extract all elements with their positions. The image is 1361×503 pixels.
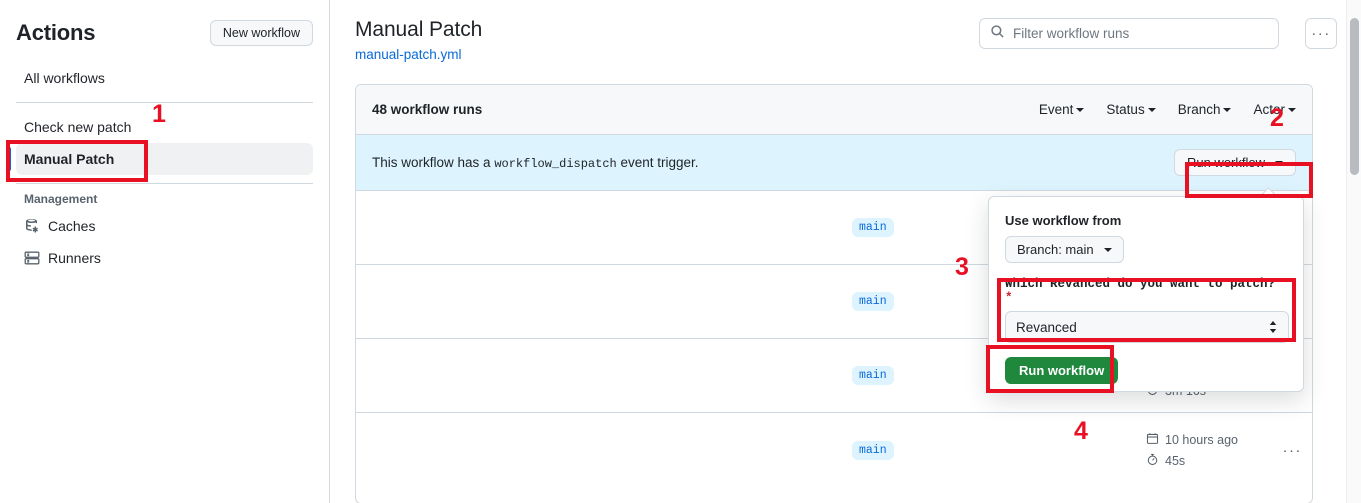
sidebar-item-caches[interactable]: Caches [16,210,313,242]
chevron-down-icon [1223,108,1232,113]
chevron-down-icon [1103,247,1112,252]
run-duration-text: 45s [1165,453,1186,468]
branch-selector-label: Branch: main [1017,242,1094,257]
required-asterisk: * [1005,291,1013,305]
filter-status[interactable]: Status [1106,102,1156,117]
table-row[interactable]: main [356,191,1312,265]
sidebar-item-label: Caches [48,218,96,234]
filter-actor[interactable]: Actor [1253,102,1296,117]
more-options-button[interactable]: ··· [1305,18,1337,49]
page-title-actions: Actions [16,20,96,45]
workflow-input-select-value: Revanced [1016,319,1077,335]
sidebar-divider [16,102,313,103]
sidebar-item-label: Manual Patch [24,151,115,167]
workflow-file-link[interactable]: manual-patch.yml [355,47,462,62]
run-date-text: 10 hours ago [1165,432,1238,447]
branch-selector-button[interactable]: Branch: main [1005,236,1124,263]
workflow-input-label: Which Revanced do you want to patch? * [1005,277,1287,305]
workflow-dispatch-banner: This workflow has a workflow_dispatch ev… [356,135,1312,191]
sidebar-divider [16,183,313,184]
search-box[interactable] [979,18,1279,49]
cache-icon [24,218,40,234]
workflow-input-select[interactable]: Revanced [1005,311,1289,343]
chevron-down-icon [1076,108,1085,113]
stopwatch-icon [1146,453,1159,469]
sidebar-item-manual-patch[interactable]: Manual Patch [7,143,313,175]
filter-label: Branch [1177,102,1221,117]
runners-icon [24,250,40,266]
run-duration: 45s [1146,453,1238,469]
calendar-icon [1146,432,1159,448]
workflow-runs-count: 48 workflow runs [372,102,483,117]
branch-badge: main [852,440,894,460]
sidebar-item-check-new-patch[interactable]: Check new patch [16,111,313,143]
chevron-down-icon [1288,108,1296,113]
page-scrollbar[interactable] [1346,0,1361,503]
filter-label: Event [1038,102,1074,117]
filter-label: Actor [1253,102,1285,117]
workflow-input-label-text: Which Revanced do you want to patch? [1005,277,1276,291]
main-header: Manual Patch manual-patch.yml ··· [331,0,1337,62]
sidebar-header: Actions New workflow [16,0,313,46]
table-row[interactable]: main 10 hours ago [356,413,1312,487]
use-workflow-from-label: Use workflow from [1005,213,1122,228]
dispatch-suffix: event trigger. [620,154,699,170]
dispatch-event-code: workflow_dispatch [494,156,617,171]
sidebar-item-all-workflows[interactable]: All workflows [16,62,313,94]
workflow-title: Manual Patch [355,18,483,41]
run-meta: 10 hours ago 45s [1146,432,1238,469]
search-input[interactable] [1013,26,1268,41]
dispatch-prefix: This workflow has a [372,154,491,170]
submit-run-workflow-button[interactable]: Run workflow [1005,357,1119,384]
run-workflow-popover: Use workflow from Branch: main Which Rev… [988,196,1304,392]
row-more-options-button[interactable]: ··· [1282,441,1302,459]
sidebar-item-label: All workflows [24,70,105,86]
sort-updown-icon [1268,321,1278,333]
sidebar-group-management: Management [24,192,98,206]
new-workflow-button[interactable]: New workflow [209,20,313,46]
branch-badge: main [852,366,894,385]
sidebar-item-runners[interactable]: Runners [16,242,313,274]
search-icon [990,24,1005,44]
dispatch-message: This workflow has a workflow_dispatch ev… [372,155,699,171]
search-wrapper [979,18,1279,49]
chevron-down-icon [1147,108,1156,113]
sidebar-item-label: Check new patch [24,119,132,135]
filter-event[interactable]: Event [1039,102,1085,117]
run-date: 10 hours ago [1146,432,1238,448]
sidebar-workflow-list: All workflows Check new patch Manual Pat… [7,62,313,274]
table-row[interactable]: main [356,265,1312,339]
chevron-down-icon [1275,160,1283,165]
filter-group: Event Status Branch Actor [1039,102,1296,117]
scrollbar-thumb[interactable] [1350,18,1359,175]
filter-branch[interactable]: Branch [1178,102,1232,117]
runs-panel-header: 48 workflow runs Event Status Branch Act… [356,85,1312,135]
run-workflow-dropdown-button[interactable]: Run workflow [1173,149,1296,176]
sidebar: Actions New workflow All workflows Check… [0,0,330,503]
run-workflow-button-label: Run workflow [1186,155,1265,170]
branch-badge: main [852,218,894,237]
sidebar-item-label: Runners [48,250,101,266]
branch-badge: main [852,292,894,311]
filter-label: Status [1106,102,1145,117]
